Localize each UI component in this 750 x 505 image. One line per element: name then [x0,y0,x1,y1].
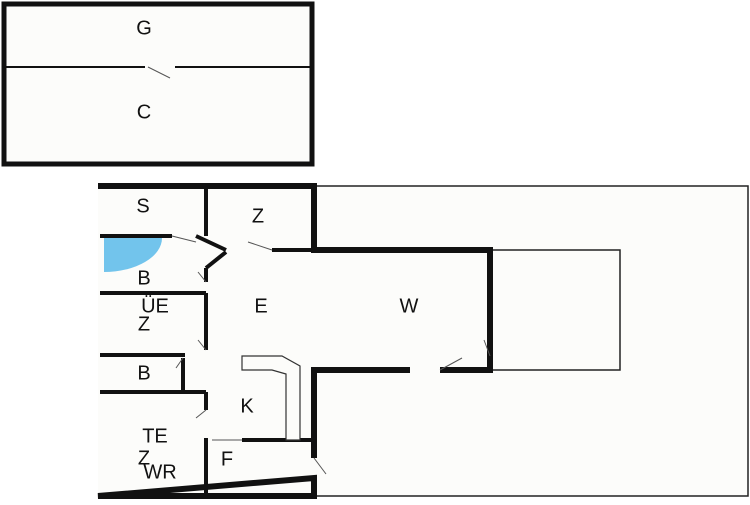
doors [171,235,491,475]
main-house [97,183,493,499]
room-label-g: G [136,17,152,39]
room-label-e: E [254,295,267,317]
room-label-z-top: Z [252,205,264,227]
room-label-k: K [240,395,254,417]
door-s [171,235,197,243]
room-label-wr: WR [143,461,176,483]
door-exterior [313,457,327,475]
door-ue [197,339,207,351]
terrace-inner-outline [489,249,621,371]
room-label-z-small: Z [138,313,150,335]
wall-angled [195,234,228,270]
room-label-f: F [221,448,233,470]
door-z [247,241,273,251]
room-label-z-bottom: Z [138,447,150,469]
outbuilding-door [147,66,171,79]
door-b-upper [197,271,207,283]
kitchen-counter [241,355,301,441]
interior-walls [100,186,492,496]
door-b-lower [175,357,184,369]
room-label-s: S [136,195,149,217]
room-label-b-upper: B [137,267,150,289]
room-label-te: TE [142,425,168,447]
door-te [195,409,207,419]
door-w-right [483,339,491,357]
room-label-b-lower: B [137,362,150,384]
room-label-w: W [400,295,419,317]
outbuilding [1,1,315,167]
door-w [439,357,463,371]
main-house-floor [98,186,490,496]
outbuilding-floor [1,1,315,167]
room-label-ue: ÜE [141,295,169,317]
shower-area [104,238,162,272]
room-labels: G C S Z B ÜE Z E W B K TE Z WR F [136,17,418,483]
room-label-c: C [137,101,151,123]
